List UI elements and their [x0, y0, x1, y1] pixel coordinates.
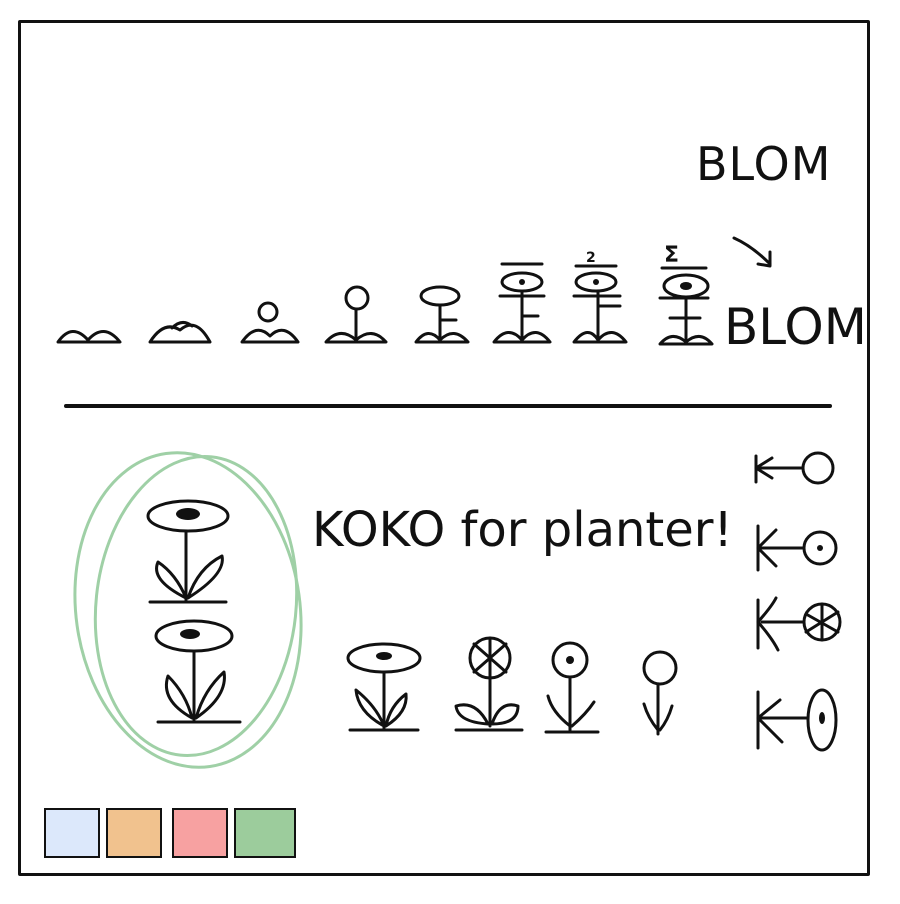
flower-small-4	[642, 650, 678, 736]
flower-large-1	[146, 499, 230, 604]
growth-stage-2	[148, 321, 212, 344]
svg-text:Σ: Σ	[664, 243, 679, 268]
growth-stage-6	[492, 262, 552, 344]
growth-stages: 2 Σ BLOM	[56, 236, 867, 356]
growth-stage-3	[240, 301, 300, 344]
canvas-frame	[18, 20, 870, 876]
caption-text: KOKO for planter!	[312, 502, 733, 558]
growth-stage-4	[324, 285, 388, 344]
sprout-dot-circle-icon	[756, 524, 838, 572]
sprout-star-circle-icon	[756, 596, 842, 652]
color-swatch-green[interactable]	[234, 808, 296, 858]
flower-small-1	[346, 642, 422, 732]
color-swatch-blue[interactable]	[44, 808, 100, 858]
growth-stage-1	[56, 330, 122, 344]
sprout-circle-icon	[754, 451, 835, 485]
flower-large-2	[154, 619, 242, 724]
flower-small-3	[544, 641, 600, 734]
svg-text:2: 2	[586, 250, 596, 266]
arrow-down-right-icon	[732, 236, 772, 268]
title-word: BLOM	[696, 137, 831, 191]
color-swatch-orange[interactable]	[106, 808, 162, 858]
flower-small-2	[454, 636, 524, 732]
highlight-circle	[73, 451, 303, 769]
sprout-oval-icon	[756, 688, 838, 752]
growth-stage-5	[414, 285, 470, 344]
growth-end-word: BLOM	[724, 298, 867, 356]
color-swatch-red[interactable]	[172, 808, 228, 858]
growth-stage-7: 2	[572, 250, 628, 344]
growth-stage-8: Σ	[658, 243, 714, 346]
